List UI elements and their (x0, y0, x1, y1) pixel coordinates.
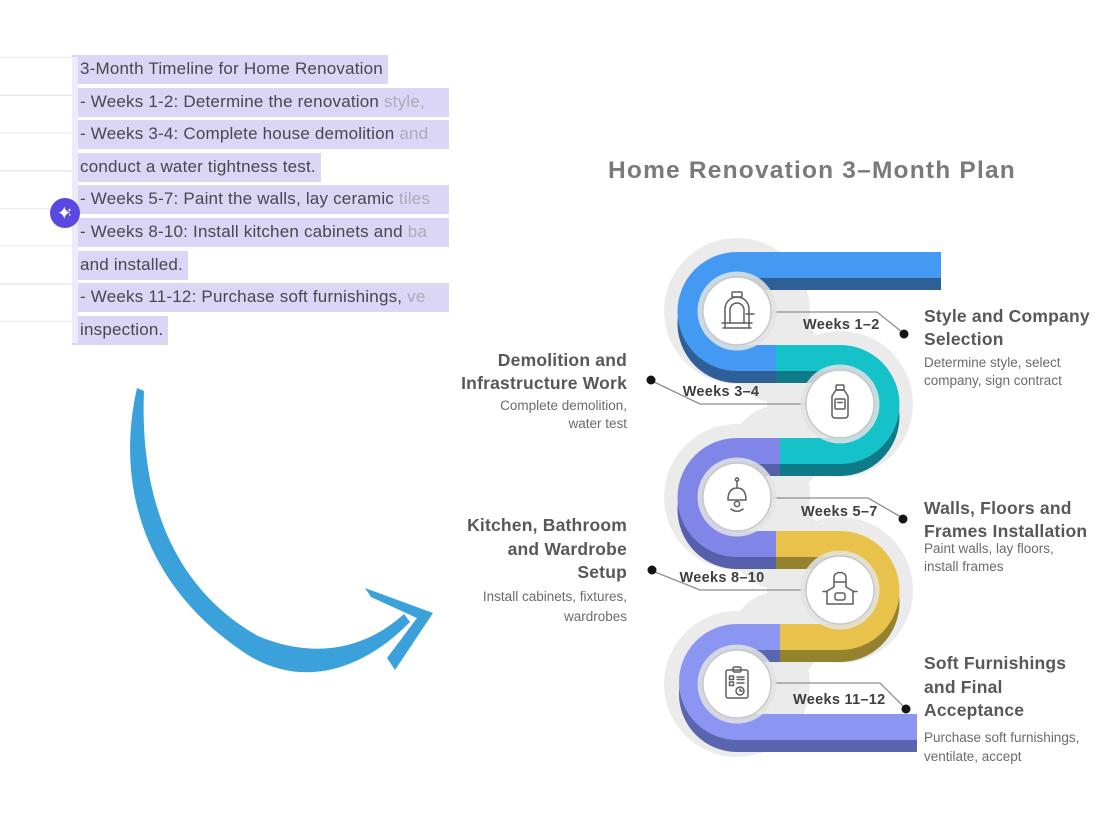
week-label-2: Weeks 3–4 (682, 384, 760, 400)
clipboard-icon (725, 666, 749, 699)
phase-title-3: Walls, Floors and Frames Installation (924, 498, 1088, 541)
note-line: inspection. (72, 315, 449, 347)
note-text: conduct a water tightness test. (80, 156, 316, 176)
phase-desc-3: Paint walls, lay floors, install frames (924, 541, 1054, 574)
connector-phase-3 (770, 497, 902, 518)
phase-desc-2: Complete demolition, water test (500, 398, 627, 431)
phase-desc-1: Determine style, select company, sign co… (924, 355, 1062, 388)
note-text: - Weeks 5-7: Paint the walls, lay cerami… (80, 189, 399, 209)
note-line: - Weeks 3-4: Complete house demolition a… (72, 120, 449, 153)
phase-desc-4: Install cabinets, fixtures, wardrobes (482, 589, 627, 624)
note-line: conduct a water tightness test. (72, 152, 449, 186)
note-line: - Weeks 5-7: Paint the walls, lay cerami… (72, 185, 449, 218)
week-label-4: Weeks 8–10 (679, 570, 765, 586)
note-line: and installed. (72, 250, 449, 284)
connector-dots (646, 329, 911, 714)
timeline-snake (646, 238, 941, 757)
phase-title-4: Kitchen, Bathroom and Wardrobe Setup (467, 515, 627, 582)
note-text: - Weeks 3-4: Complete house demolition (80, 124, 400, 144)
arrow-tail (130, 388, 410, 673)
ribbon-main (776, 345, 900, 464)
note-text: 3-Month Timeline for Home Renovation (80, 59, 383, 78)
week-label-5: Weeks 11–12 (793, 692, 886, 708)
week-label-3: Weeks 5–7 (801, 504, 878, 520)
arrowhead-icon (365, 588, 433, 670)
bottle-icon (831, 384, 849, 419)
note-text: - Weeks 11-12: Purchase soft furnishings… (80, 287, 408, 307)
connectors (653, 311, 905, 708)
note-text: inspection. (80, 319, 164, 339)
pendant-lamp-icon (727, 477, 747, 512)
ribbon-main (677, 252, 941, 371)
phase-title-5: Soft Furnishings and Final Acceptance (924, 653, 1067, 720)
note-line: - Weeks 1-2: Determine the renovation st… (72, 87, 449, 121)
infographic-title: Home Renovation 3–Month Plan (608, 157, 1016, 184)
phase-title-1: Style and Company Selection (924, 306, 1090, 349)
note-line: - Weeks 11-12: Purchase soft furnishings… (72, 283, 449, 316)
highlight-gutter (72, 57, 78, 343)
connector-phase-1 (770, 311, 903, 333)
icon-circles (697, 271, 880, 724)
source-text-panel: 3-Month Timeline for Home Renovation - W… (72, 55, 449, 347)
connector-phase-4 (654, 571, 806, 591)
note-text: - Weeks 8-10: Install kitchen cabinets a… (80, 221, 408, 241)
note-text: and installed. (80, 254, 183, 274)
note-line: - Weeks 8-10: Install kitchen cabinets a… (72, 217, 449, 251)
week-label-1: Weeks 1–2 (803, 317, 880, 333)
armchair-icon (721, 291, 755, 329)
arrow-annotation (130, 388, 433, 673)
phase-title-2: Demolition and Infrastructure Work (461, 350, 627, 393)
connector-phase-2 (653, 381, 806, 405)
sparkle-icon (58, 206, 72, 219)
ribbon-main (677, 438, 780, 557)
connector-phase-5 (770, 682, 905, 708)
note-text: - Weeks 1-2: Determine the renovation (80, 91, 384, 111)
note-line: 3-Month Timeline for Home Renovation (72, 55, 449, 88)
apron-icon (822, 571, 858, 605)
ribbon-main (776, 531, 900, 650)
phase-desc-5: Purchase soft furnishings, ventilate, ac… (924, 730, 1080, 764)
ribbon-main (679, 624, 917, 740)
ai-assistant-badge[interactable] (50, 198, 80, 228)
